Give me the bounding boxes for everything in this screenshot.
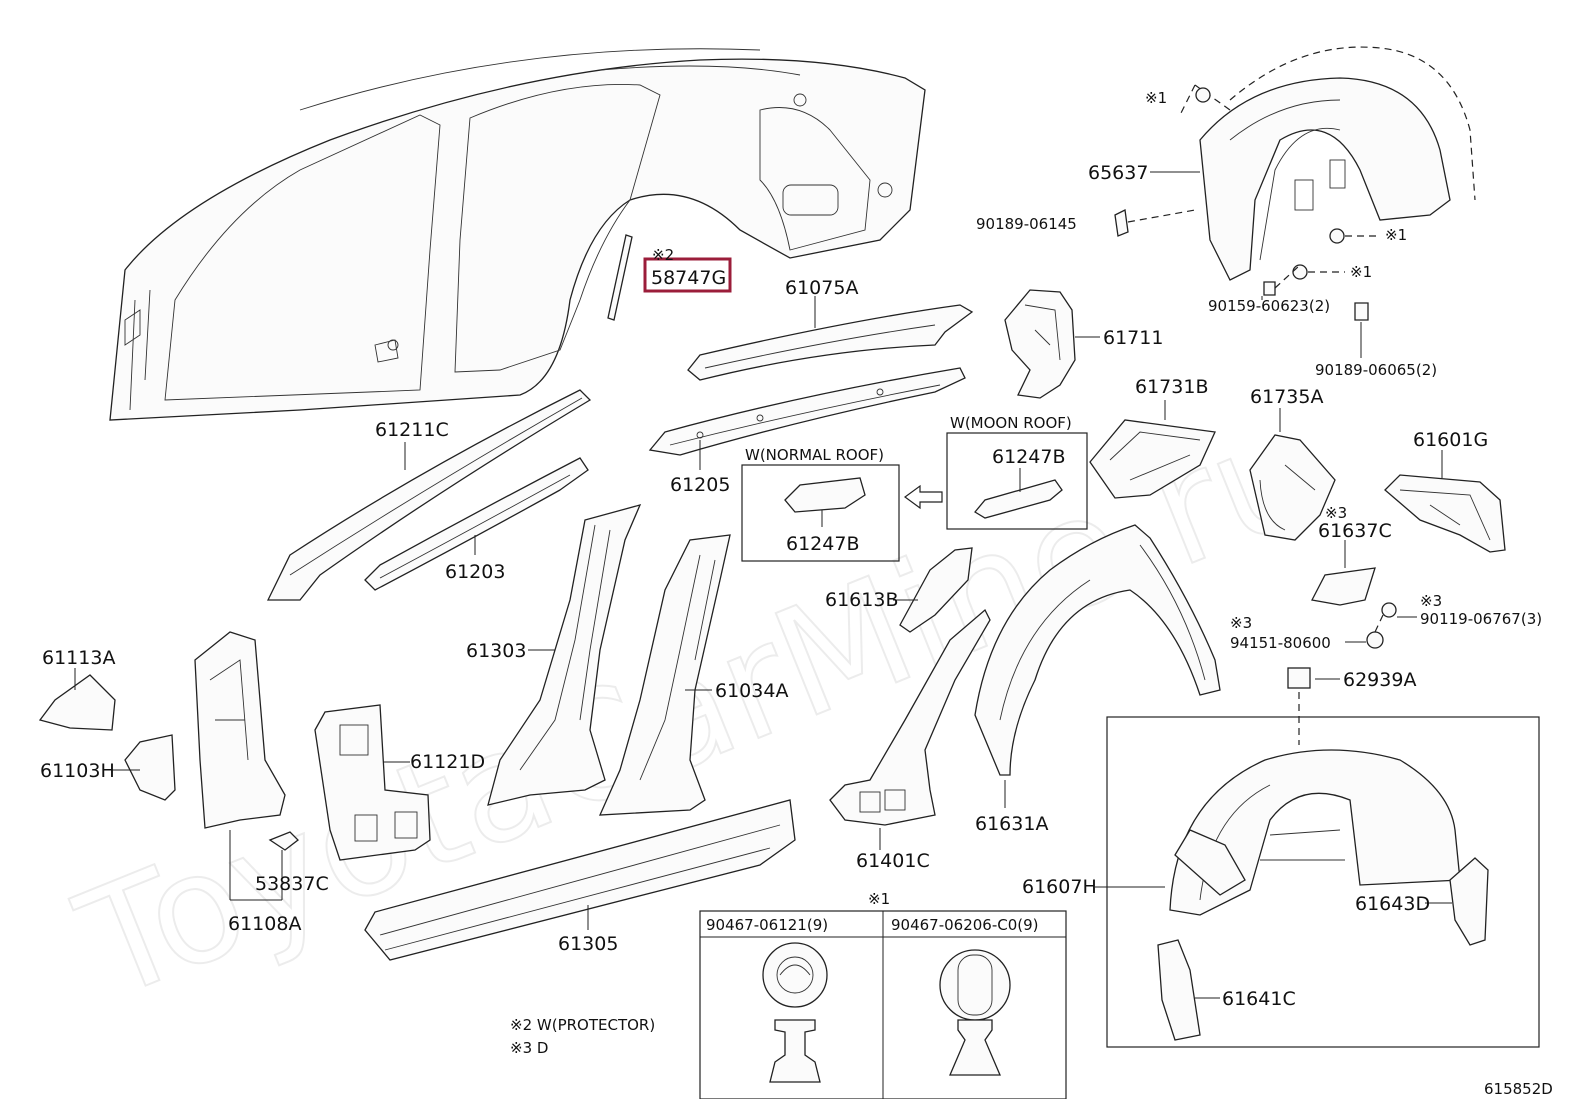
fastener-col-1: 90467-06121(9): [706, 916, 828, 934]
label-61113A[interactable]: 61113A: [42, 647, 115, 669]
label-61711[interactable]: 61711: [1103, 327, 1163, 349]
part-61711-shape: [1004, 289, 1076, 399]
mark-3-61637C: ※3: [1325, 504, 1347, 522]
fastener-table-mark: ※1: [868, 890, 890, 908]
label-90159-60623[interactable]: 90159-60623(2): [1208, 297, 1330, 315]
part-61247B-normal-shape: [784, 477, 866, 513]
part-61211C-shape: [266, 389, 592, 601]
highlight-frame: [643, 257, 732, 293]
label-61108A[interactable]: 61108A: [228, 913, 301, 935]
note-d: ※3 D: [510, 1039, 548, 1057]
part-61613B-shape: [899, 547, 973, 633]
label-61641C[interactable]: 61641C: [1222, 988, 1296, 1010]
part-61401C-shape: [829, 608, 991, 826]
mark-1-b: ※1: [1385, 226, 1407, 244]
label-94151-80600[interactable]: 94151-80600: [1230, 634, 1331, 652]
label-90119-06767[interactable]: 90119-06767(3): [1420, 610, 1542, 628]
label-61205[interactable]: 61205: [670, 474, 730, 496]
label-61637C[interactable]: 61637C: [1318, 520, 1392, 542]
label-61731B[interactable]: 61731B: [1135, 376, 1208, 398]
label-61401C[interactable]: 61401C: [856, 850, 930, 872]
box-moon-roof-title: W(MOON ROOF): [950, 414, 1072, 432]
label-61075A[interactable]: 61075A: [785, 277, 858, 299]
mark-3-90119: ※3: [1420, 592, 1442, 610]
mark-1-c: ※1: [1350, 263, 1372, 281]
label-90189-06145[interactable]: 90189-06145: [976, 215, 1077, 233]
part-61637C-shape: [1311, 567, 1376, 606]
note-protector: ※2 W(PROTECTOR): [510, 1016, 655, 1034]
label-53837C[interactable]: 53837C: [255, 873, 329, 895]
nut-94151: [1366, 631, 1384, 649]
label-62939A[interactable]: 62939A: [1343, 669, 1416, 691]
fastener-col-2: 90467-06206-C0(9): [891, 916, 1039, 934]
label-61247B-moon[interactable]: 61247B: [992, 446, 1065, 468]
clip-fasteners-65637: [1114, 87, 1380, 321]
part-65637-shape: [1179, 46, 1476, 281]
label-61247B-normal[interactable]: 61247B: [786, 533, 859, 555]
box-normal-roof-title: W(NORMAL ROOF): [745, 446, 884, 464]
label-61643D[interactable]: 61643D: [1355, 893, 1430, 915]
part-61303-shape: [487, 504, 642, 806]
box-normal-roof: [741, 464, 900, 562]
box-wheel-house: [1106, 716, 1540, 1048]
label-61034A[interactable]: 61034A: [715, 680, 788, 702]
part-61247B-moon-shape: [974, 479, 1063, 519]
part-61607H-shape: [1169, 749, 1461, 916]
label-61607H[interactable]: 61607H: [1022, 876, 1097, 898]
part-61305-shape: [364, 799, 796, 961]
part-61203-shape: [364, 457, 589, 591]
label-61601G[interactable]: 61601G: [1413, 429, 1488, 451]
label-61305[interactable]: 61305: [558, 933, 618, 955]
part-53837C-shape: [268, 831, 299, 851]
label-58747G[interactable]: 58747G: [651, 267, 726, 289]
box-moon-roof: [946, 432, 1088, 530]
part-61641C-shape: [1157, 939, 1201, 1041]
part-61643D-shape: [1449, 857, 1489, 946]
part-61034A-shape: [598, 534, 731, 816]
mark-3-94151: ※3: [1230, 614, 1252, 632]
part-61121D-shape: [314, 704, 431, 861]
label-61103H[interactable]: 61103H: [40, 760, 115, 782]
label-65637[interactable]: 65637: [1088, 162, 1148, 184]
label-61203[interactable]: 61203: [445, 561, 505, 583]
label-61631A[interactable]: 61631A: [975, 813, 1048, 835]
mark-2-58747G: ※2: [652, 246, 674, 264]
part-62939A-shape: [1287, 667, 1311, 689]
label-61121D[interactable]: 61121D: [410, 751, 485, 773]
part-61103H-shape: [124, 734, 176, 801]
part-61108A-shape: [194, 631, 286, 829]
label-61303[interactable]: 61303: [466, 640, 526, 662]
part-61601G-shape: [1384, 474, 1506, 553]
bolt-90119: [1381, 602, 1397, 618]
mark-1-a: ※1: [1145, 89, 1167, 107]
label-90189-06065[interactable]: 90189-06065(2): [1315, 361, 1437, 379]
label-61735A[interactable]: 61735A: [1250, 386, 1323, 408]
part-61731B-shape: [1089, 419, 1216, 499]
label-61613B[interactable]: 61613B: [825, 589, 898, 611]
body-side-outer-panel: [109, 48, 926, 421]
part-58747G-shape: [607, 234, 633, 321]
fastener-table: ※1 90467-06121(9) 90467-06206-C0(9): [699, 890, 1067, 1099]
part-61113A-shape: [38, 674, 116, 731]
part-61075A-shape: [687, 304, 974, 381]
part-61631A-shape: [974, 524, 1221, 776]
label-61211C[interactable]: 61211C: [375, 419, 449, 441]
diagram-code: 615852D: [1484, 1080, 1553, 1098]
part-61735A-shape: [1249, 434, 1336, 541]
arrow-icon: [903, 484, 943, 510]
part-61205-shape: [648, 367, 966, 456]
